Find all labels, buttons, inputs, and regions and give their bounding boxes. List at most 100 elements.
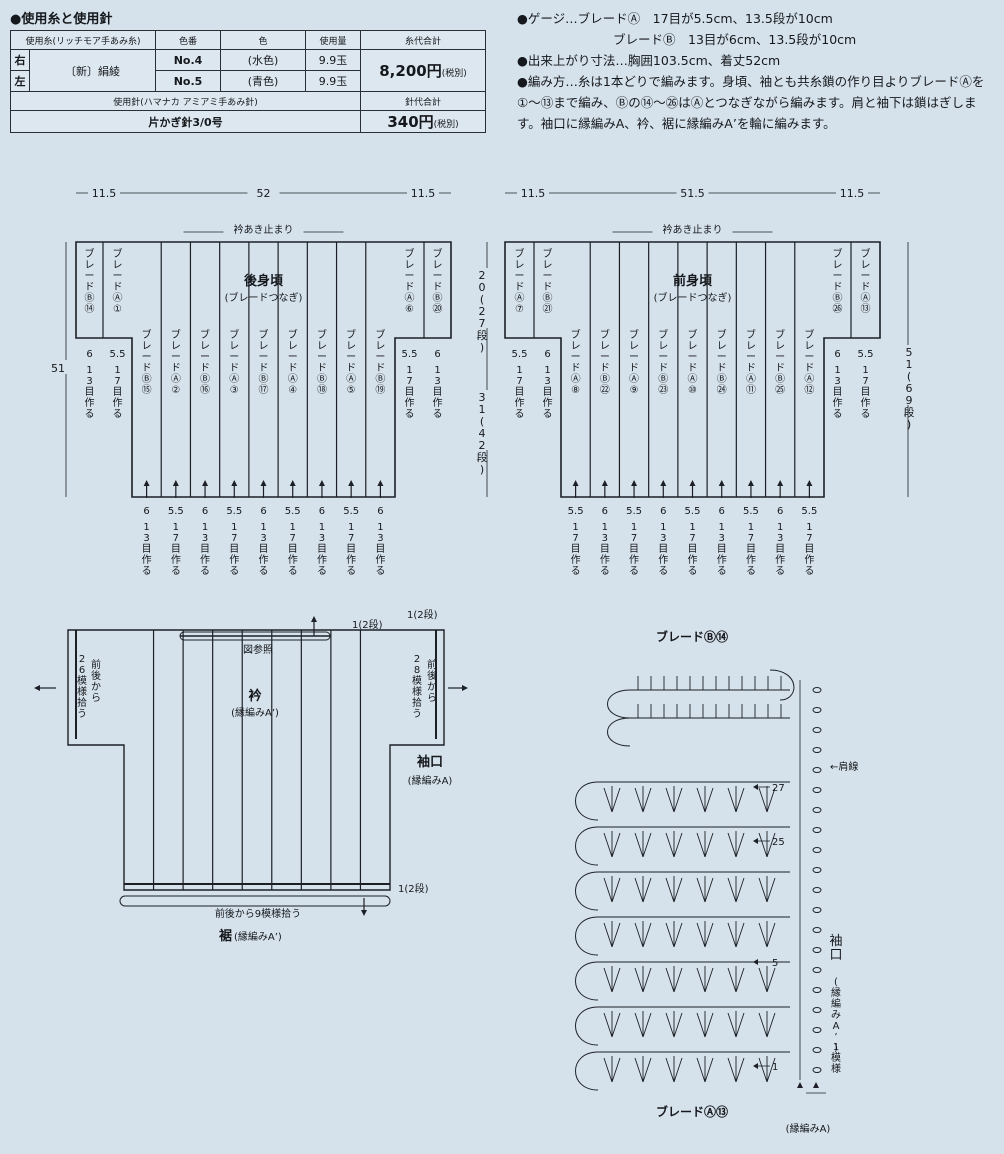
chart-bottom-label: ブレードⒶ⑬ xyxy=(656,1104,728,1119)
fan-stitch xyxy=(758,921,776,948)
svg-text:作: 作 xyxy=(629,554,639,566)
svg-text:る: る xyxy=(229,565,239,577)
svg-text:レ: レ xyxy=(346,341,356,352)
svg-text:模: 模 xyxy=(412,675,422,687)
chart-top-label: ブレードⒷ⑭ xyxy=(656,629,728,644)
arrow-up-icon xyxy=(172,480,179,486)
svg-text:る: る xyxy=(259,565,269,577)
svg-text:レ: レ xyxy=(405,260,415,271)
svg-text:ー: ー xyxy=(317,352,327,363)
svg-text:1: 1 xyxy=(290,522,296,533)
svg-text:’: ’ xyxy=(834,1032,837,1043)
svg-text:後: 後 xyxy=(427,669,437,682)
chain-loop xyxy=(575,826,599,866)
svg-text:(: ( xyxy=(480,293,484,306)
svg-text:る: る xyxy=(113,408,123,420)
svg-text:Ⓑ: Ⓑ xyxy=(259,373,269,385)
svg-text:ド: ド xyxy=(717,363,727,374)
svg-text:ブ: ブ xyxy=(600,328,610,341)
arrow-up-icon xyxy=(660,480,667,486)
svg-text:ー: ー xyxy=(688,352,698,363)
width-label-bg xyxy=(517,185,549,199)
yarn-total: 8,200円(税別) xyxy=(360,49,486,92)
cuff-label: 袖口 xyxy=(417,754,443,770)
svg-text:る: る xyxy=(171,565,181,577)
svg-text:2: 2 xyxy=(414,654,420,665)
svg-text:作: 作 xyxy=(288,554,298,566)
fan-stitch xyxy=(665,786,683,813)
svg-text:る: る xyxy=(405,408,415,420)
sleeve-braid-label: ブレードⒶ⑬ xyxy=(861,247,871,315)
materials-title: ●使用糸と使用針 xyxy=(10,12,113,27)
knitting-method: ●編み方…糸は1本どりで編みます。身頃、袖とも共糸鎖の作り目よりブレードⒶを①〜… xyxy=(517,74,985,131)
join-stitch xyxy=(812,727,822,733)
svg-text:る: る xyxy=(317,565,327,577)
svg-text:目: 目 xyxy=(259,544,269,555)
svg-text:1: 1 xyxy=(689,522,695,533)
svg-text:ブ: ブ xyxy=(775,328,785,341)
svg-text:る: る xyxy=(861,408,871,420)
svg-text:ー: ー xyxy=(171,352,181,363)
sleeve-width-label: 6 xyxy=(434,349,440,360)
svg-text:目: 目 xyxy=(833,387,843,398)
fan-stitch xyxy=(758,876,776,903)
fan-stitch xyxy=(665,1056,683,1083)
svg-text:Ⓐ: Ⓐ xyxy=(804,373,814,385)
svg-text:ー: ー xyxy=(405,271,415,282)
svg-text:る: る xyxy=(746,565,756,577)
svg-text:目: 目 xyxy=(804,544,814,555)
svg-text:る: る xyxy=(833,408,843,420)
svg-text:Ⓑ: Ⓑ xyxy=(543,292,553,304)
svg-text:レ: レ xyxy=(833,260,843,271)
svg-text:7: 7 xyxy=(348,533,354,544)
svg-text:ブ: ブ xyxy=(658,328,668,341)
svg-text:ー: ー xyxy=(658,352,668,363)
fan-stitch xyxy=(758,1011,776,1038)
arrow-up-icon xyxy=(777,480,784,486)
svg-text:②: ② xyxy=(171,385,180,396)
neck-opening-label: 衿あき止まり xyxy=(234,223,294,236)
svg-text:ー: ー xyxy=(861,271,871,282)
svg-text:ド: ド xyxy=(142,363,152,374)
svg-text:㉒: ㉒ xyxy=(600,384,610,396)
svg-text:㉖: ㉖ xyxy=(833,303,843,315)
fan-stitch xyxy=(665,876,683,903)
join-stitch xyxy=(812,987,822,993)
svg-text:3: 3 xyxy=(202,533,208,544)
svg-text:7: 7 xyxy=(114,376,120,387)
fan-stitch xyxy=(665,831,683,858)
svg-text:ブ: ブ xyxy=(346,328,356,341)
width-label-bg xyxy=(676,185,709,199)
svg-text:ブ: ブ xyxy=(833,247,843,260)
svg-text:レ: レ xyxy=(543,260,553,271)
fan-stitch xyxy=(665,1011,683,1038)
svg-text:前: 前 xyxy=(427,658,437,671)
svg-text:8: 8 xyxy=(414,665,420,676)
arrow-left-icon xyxy=(753,838,758,844)
chain-loop xyxy=(607,717,631,747)
svg-text:目: 目 xyxy=(746,544,756,555)
arrow-right-icon xyxy=(462,685,468,691)
svg-text:目: 目 xyxy=(229,544,239,555)
chain-loop xyxy=(575,1051,599,1091)
svg-text:目: 目 xyxy=(171,544,181,555)
body-width-label: 5.5 xyxy=(626,506,642,517)
svg-text:レ: レ xyxy=(113,260,123,271)
sleeve-width-label: 6 xyxy=(544,349,550,360)
svg-text:ド: ド xyxy=(833,282,843,293)
svg-text:レ: レ xyxy=(171,341,181,352)
